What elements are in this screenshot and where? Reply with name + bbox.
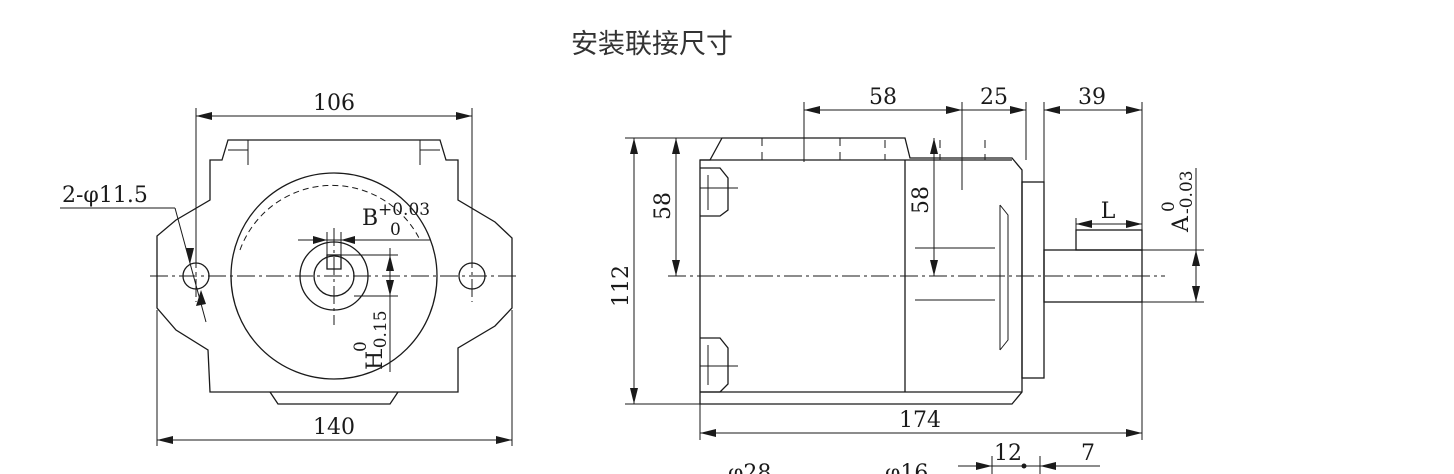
dim-58-top: 58 [869, 85, 897, 110]
pump-body [699, 137, 1023, 405]
dim-phi16: φ16 [885, 461, 928, 474]
dim-l: L [1101, 199, 1116, 224]
hole-label: 2-φ11.5 [62, 183, 148, 208]
bottom-dimensions: φ28 φ16 12 7 [728, 441, 1100, 474]
side-view: 58 25 39 112 58 58 [609, 85, 1204, 440]
dim-25: 25 [980, 85, 1008, 110]
keyway-h-upper: 0 [351, 341, 371, 352]
dim-106: 106 [313, 91, 355, 116]
keyway-h-label: H [363, 351, 388, 370]
dim-58-left: 58 [651, 192, 676, 220]
dim-58-inner: 58 [909, 186, 934, 214]
dim-7: 7 [1081, 441, 1095, 466]
dim-112: 112 [609, 265, 634, 307]
front-view: 106 140 2-φ11.5 B +0.03 0 H 0 -0.15 [60, 91, 520, 446]
front-flange [1021, 181, 1045, 379]
shaft-a-label: A [1169, 215, 1194, 233]
keyway-b-lower: 0 [390, 220, 401, 240]
dim-39: 39 [1078, 85, 1106, 110]
dim-140: 140 [313, 415, 355, 440]
shaft-a-upper: 0 [1159, 201, 1179, 212]
keyway-h-lower: -0.15 [371, 310, 391, 354]
shaft-key [1075, 229, 1143, 251]
dim-12: 12 [994, 441, 1022, 466]
dim-phi28: φ28 [728, 461, 771, 474]
flange-foot [269, 391, 399, 405]
shaft-a-lower: -0.03 [1177, 170, 1197, 214]
flange-outline [156, 139, 513, 393]
dim-174: 174 [899, 408, 941, 433]
page-title: 安装联接尺寸 [571, 29, 733, 60]
keyway-b-upper: +0.03 [378, 200, 430, 220]
keyway-b-label: B [362, 206, 378, 231]
